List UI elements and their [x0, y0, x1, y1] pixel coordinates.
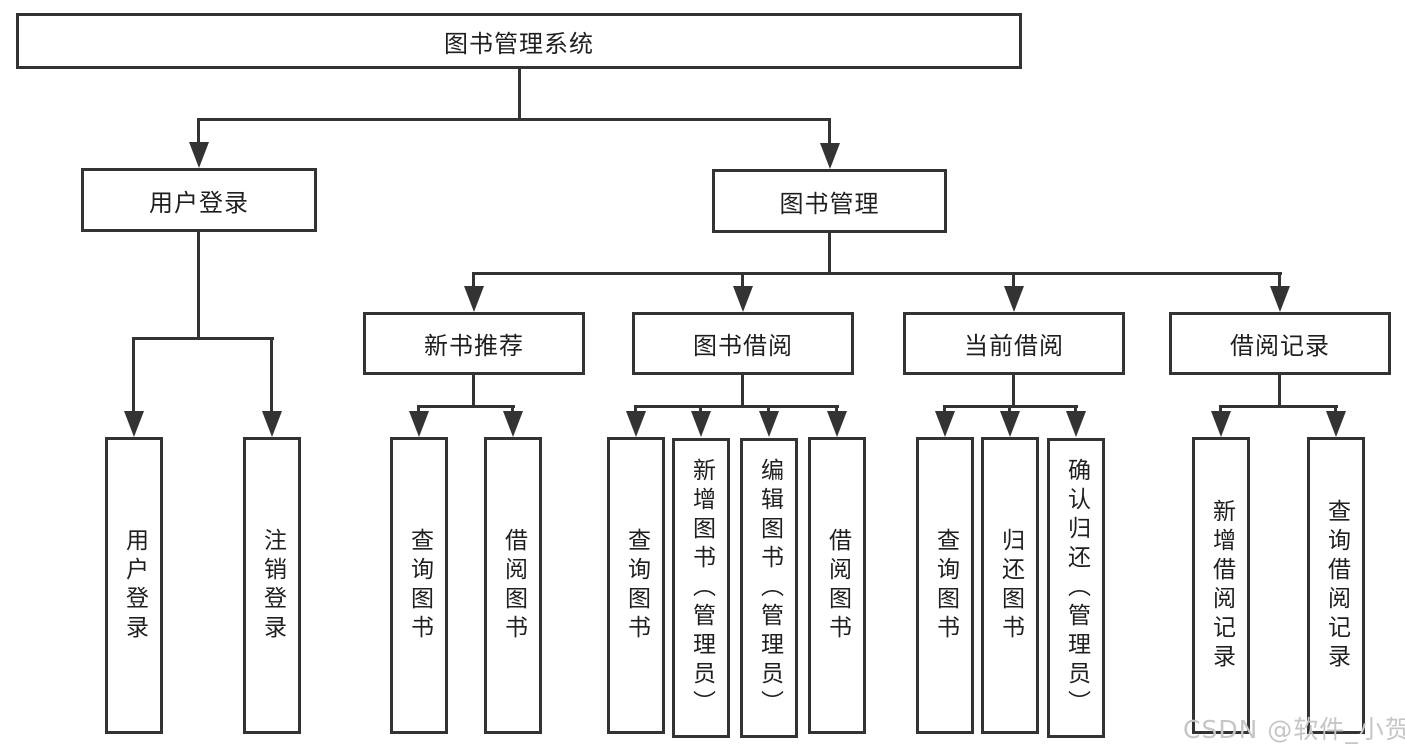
- node-current-borrow: 当前借阅: [903, 312, 1125, 375]
- connector-book-drop-3: [1012, 272, 1015, 288]
- leaf-borrow-books-1: 借阅图书: [484, 437, 542, 734]
- connector-s1-drop-1: [634, 405, 637, 415]
- arrowhead-user-leaf-1: [124, 411, 144, 437]
- connector-s1-stem: [741, 375, 744, 405]
- node-book-borrow: 图书借阅: [632, 312, 854, 375]
- connector-s3-drop-1: [1219, 405, 1222, 415]
- connector-user-drop-2: [270, 337, 273, 413]
- connector-s0-drop-1: [417, 405, 420, 415]
- csdn-watermark: CSDN @软件_小贺同学: [1183, 715, 1405, 744]
- connector-root-rail: [197, 118, 831, 121]
- leaf-query-borrow-record: 查询借阅记录: [1307, 437, 1365, 734]
- connector-s1-drop-2: [699, 405, 702, 415]
- node-user-login-branch: 用户登录: [81, 168, 317, 232]
- arrowhead-s0-leaf-1: [409, 411, 429, 437]
- connector-user-stem: [197, 232, 200, 337]
- arrowhead-s3-leaf-2: [1326, 411, 1346, 437]
- connector-book-rail: [472, 272, 1282, 275]
- arrowhead-book-management: [820, 143, 840, 169]
- leaf-logout: 注销登录: [243, 437, 301, 734]
- arrowhead-s1-leaf-4: [827, 411, 847, 437]
- connector-s3-stem: [1278, 375, 1281, 405]
- arrowhead-s2-leaf-3: [1066, 411, 1086, 437]
- leaf-query-books-1: 查询图书: [390, 437, 448, 734]
- arrowhead-user-login: [189, 142, 209, 168]
- connector-s0-stem: [472, 375, 475, 405]
- leaf-query-books-3: 查询图书: [916, 437, 974, 734]
- arrowhead-s0-leaf-2: [503, 411, 523, 437]
- node-book-management-branch: 图书管理: [712, 169, 947, 233]
- connector-user-drop-1: [132, 337, 135, 413]
- connector-s1-drop-3: [767, 405, 770, 415]
- connector-s0-drop-2: [511, 405, 514, 415]
- arrowhead-s1-leaf-1: [626, 411, 646, 437]
- arrowhead-s1-leaf-3: [759, 411, 779, 437]
- leaf-edit-books-admin: 编辑图书（管理员）: [740, 438, 798, 738]
- connector-s2-stem: [1012, 375, 1015, 405]
- node-root: 图书管理系统: [16, 13, 1022, 69]
- connector-book-drop-2: [741, 272, 744, 288]
- leaf-return-books: 归还图书: [981, 437, 1039, 734]
- connector-s2-drop-2: [1008, 405, 1011, 415]
- connector-s1-rail: [634, 405, 839, 408]
- connector-book-drop-4: [1278, 272, 1281, 288]
- connector-s0-rail: [417, 405, 515, 408]
- connector-s2-drop-1: [943, 405, 946, 415]
- arrowhead-book-borrow: [733, 286, 753, 312]
- node-borrow-records: 借阅记录: [1169, 312, 1391, 375]
- leaf-borrow-books-2: 借阅图书: [808, 437, 866, 734]
- arrowhead-s3-leaf-1: [1211, 411, 1231, 437]
- arrowhead-s2-leaf-2: [1000, 411, 1020, 437]
- connector-s3-drop-2: [1334, 405, 1337, 415]
- leaf-query-books-2: 查询图书: [607, 437, 665, 734]
- connector-root-drop-left: [197, 118, 200, 146]
- connector-book-stem: [828, 233, 831, 272]
- arrowhead-new-book-recommend: [464, 286, 484, 312]
- connector-s1-drop-4: [835, 405, 838, 415]
- leaf-confirm-return-admin: 确认归还（管理员）: [1047, 438, 1105, 738]
- arrowhead-borrow-records: [1270, 286, 1290, 312]
- connector-s3-rail: [1219, 405, 1338, 408]
- leaf-add-books-admin: 新增图书（管理员）: [672, 438, 730, 738]
- leaf-user-login: 用户登录: [105, 437, 163, 734]
- arrowhead-current-borrow: [1004, 286, 1024, 312]
- arrowhead-user-leaf-2: [262, 411, 282, 437]
- arrowhead-s1-leaf-2: [691, 411, 711, 437]
- node-new-book-recommend: 新书推荐: [363, 312, 585, 375]
- connector-user-rail: [132, 337, 274, 340]
- connector-root-drop-right: [828, 118, 831, 146]
- connector-root-stem: [518, 69, 521, 118]
- arrowhead-s2-leaf-1: [935, 411, 955, 437]
- leaf-add-borrow-record: 新增借阅记录: [1192, 437, 1250, 734]
- connector-s2-drop-3: [1074, 405, 1077, 415]
- connector-book-drop-1: [472, 272, 475, 288]
